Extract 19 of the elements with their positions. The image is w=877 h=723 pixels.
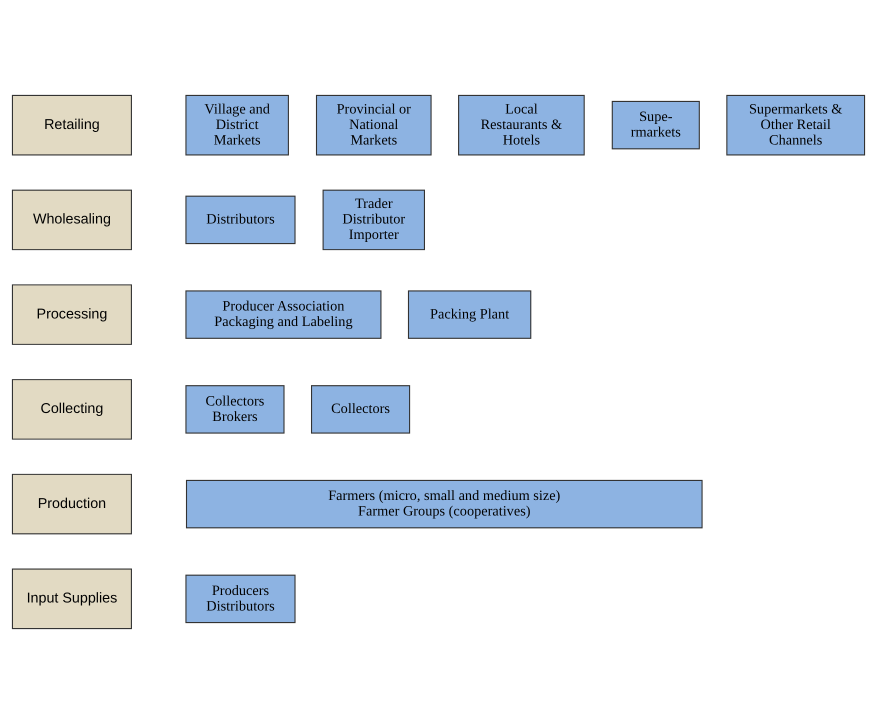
node-box: Collecting bbox=[12, 378, 132, 440]
node-box: Local Restaurants & Hotels bbox=[458, 94, 585, 155]
node-box: Village and District Markets bbox=[185, 94, 289, 155]
node-box: Provincial or National Markets bbox=[316, 94, 432, 155]
node-box: Trader Distributor Importer bbox=[322, 189, 425, 250]
node-box: Production bbox=[12, 473, 132, 534]
node-box: Supermarkets & Other Retail Channels bbox=[726, 94, 866, 155]
node-box: Processing bbox=[12, 284, 132, 344]
node-box: Wholesaling bbox=[12, 189, 132, 250]
node-box: Farmers (micro, small and medium size) Farmer Groups (cooperatives) bbox=[186, 479, 703, 528]
node-box: Producers Distributors bbox=[185, 574, 296, 623]
node-box: Retailing bbox=[12, 94, 132, 155]
node-box: Packing Plant bbox=[408, 290, 532, 338]
node-box: Supe- rmarkets bbox=[612, 100, 700, 149]
node-box: Distributors bbox=[185, 195, 296, 244]
node-box: Collectors Brokers bbox=[185, 384, 285, 434]
node-box: Collectors bbox=[311, 384, 410, 434]
node-box: Input Supplies bbox=[12, 568, 132, 629]
node-box: Producer Association Packaging and Labeling bbox=[185, 290, 382, 338]
